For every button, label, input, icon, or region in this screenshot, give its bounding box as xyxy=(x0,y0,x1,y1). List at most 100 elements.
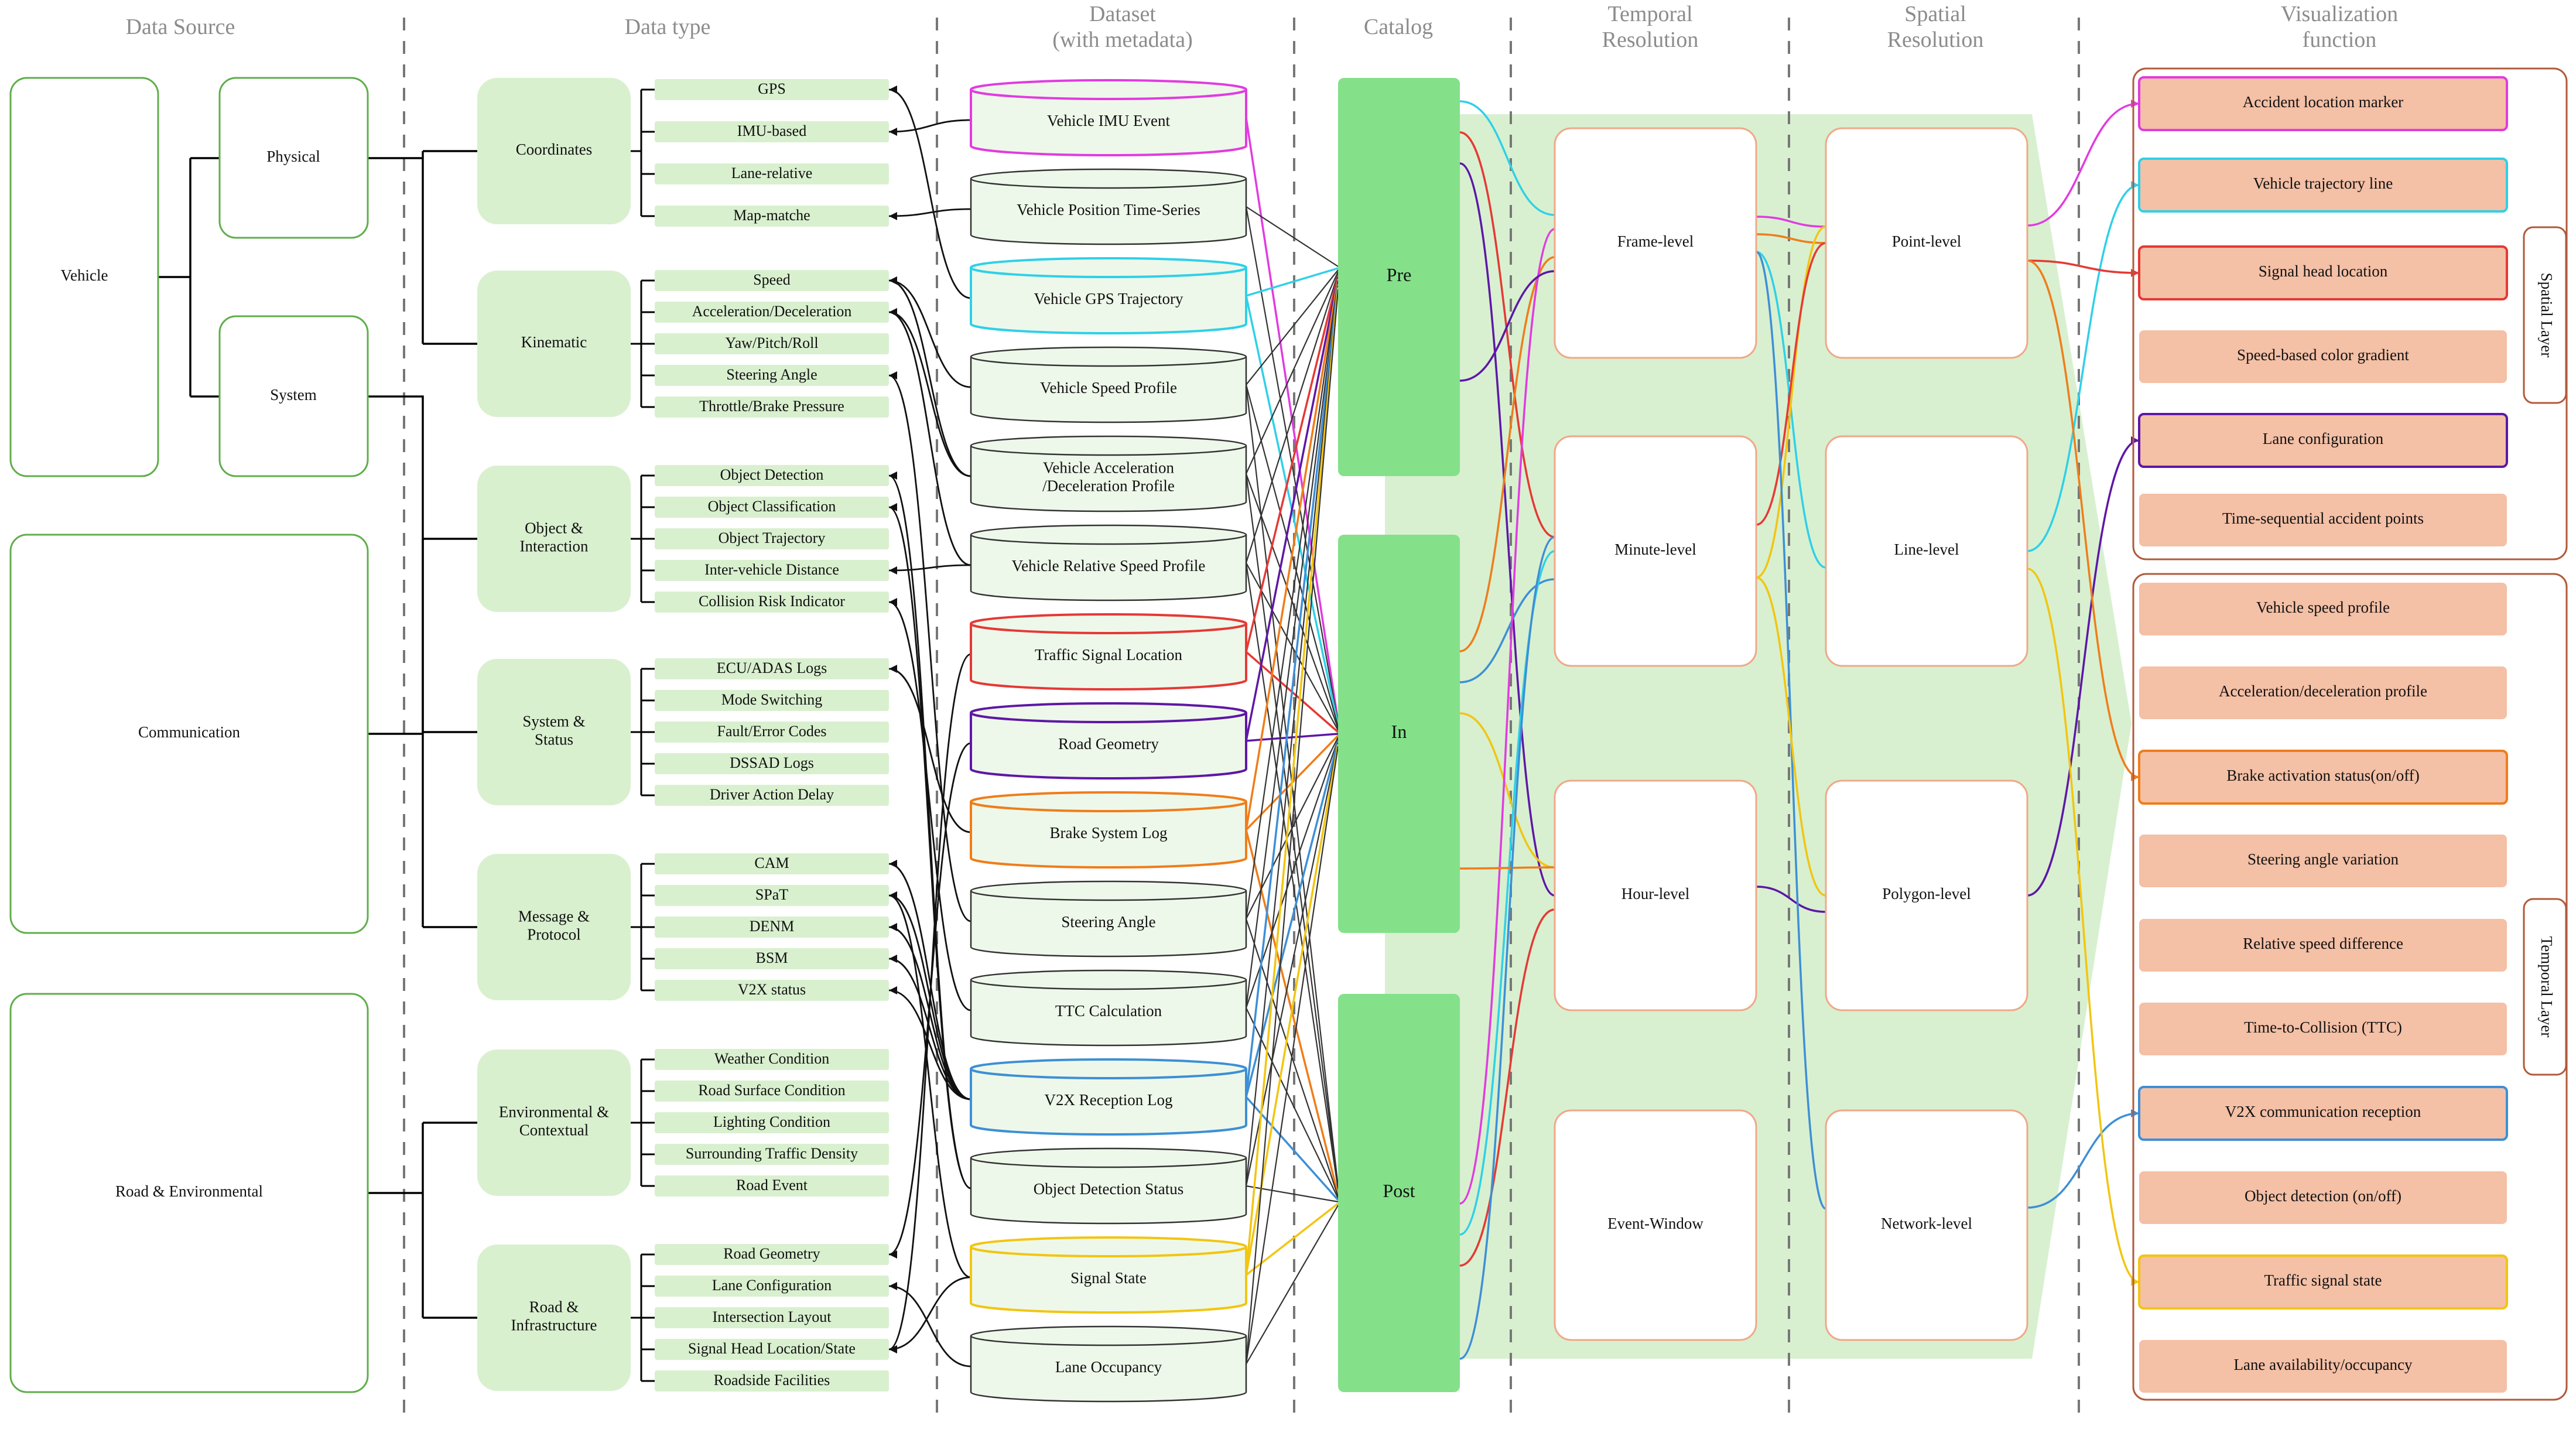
dataset-14-body xyxy=(970,1336,1247,1403)
item-1-1-box xyxy=(655,302,889,323)
viz-8-box xyxy=(2138,750,2508,805)
item-5-4-box xyxy=(655,1175,889,1196)
item-3-3-box xyxy=(655,753,889,774)
category-0-label: Coordinates xyxy=(516,141,592,158)
viz-14-box xyxy=(2138,1254,2508,1310)
dataset-14-top xyxy=(970,1325,1247,1346)
item-5-2-label: Lighting Condition xyxy=(713,1113,830,1130)
item-2-4-label: Collision Risk Indicator xyxy=(699,593,845,610)
item-1-4-label: Throttle/Brake Pressure xyxy=(699,398,844,415)
source-0-label: Vehicle xyxy=(61,266,108,284)
viz-3-box xyxy=(2139,330,2507,383)
item-1-1-label: Acceleration/Deceleration xyxy=(692,303,852,320)
spatial-3-box xyxy=(1825,1109,2028,1341)
spatial-3-label: Network-level xyxy=(1881,1215,1972,1232)
dataset-12-body xyxy=(970,1158,1247,1225)
dataset-3-label: Vehicle Speed Profile xyxy=(1040,379,1177,396)
temporal-0-box xyxy=(1554,127,1757,359)
item-4-2-box xyxy=(655,917,889,938)
item-1-4-box xyxy=(655,396,889,418)
temporal-1-box xyxy=(1554,435,1757,667)
dataset-11-body xyxy=(970,1069,1247,1136)
dataset-8-top xyxy=(970,791,1247,812)
viz-2-box xyxy=(2138,245,2508,300)
item-4-3-label: BSM xyxy=(756,949,788,966)
spatial-2-box xyxy=(1825,780,2028,1011)
source-2-box xyxy=(9,993,369,1393)
viz-12-box xyxy=(2138,1086,2508,1141)
item-1-0-label: Speed xyxy=(753,271,791,288)
item-2-2-label: Object Trajectory xyxy=(719,529,826,546)
item-6-0-box xyxy=(655,1244,889,1265)
item-0-1-label: IMU-based xyxy=(737,122,806,139)
viz-9-box xyxy=(2139,835,2507,887)
dataset-6-label: Traffic Signal Location xyxy=(1035,646,1182,664)
item-1-3-box xyxy=(655,365,889,386)
temporal-2-label: Hour-level xyxy=(1621,885,1689,902)
item-5-1-label: Road Surface Condition xyxy=(698,1082,845,1099)
catalog-2-label: Post xyxy=(1383,1180,1415,1201)
category-4-label: Message &Protocol xyxy=(518,908,590,943)
item-6-4-label: Roadside Facilities xyxy=(714,1372,830,1389)
viz-5-label: Time-sequential accident points xyxy=(2222,510,2424,527)
item-0-0-box xyxy=(655,79,889,100)
item-3-0-box xyxy=(655,658,889,679)
viz-6-label: Vehicle speed profile xyxy=(2256,599,2390,616)
dataset-1-top xyxy=(970,168,1247,189)
category-6-label: Road &Infrastructure xyxy=(511,1298,597,1334)
item-2-4-box xyxy=(655,592,889,613)
viz-5-box xyxy=(2139,494,2507,546)
dataset-11-label: V2X Reception Log xyxy=(1045,1091,1173,1109)
dataset-12-top xyxy=(970,1147,1247,1168)
viz-1-label: Vehicle trajectory line xyxy=(2253,175,2393,192)
catalog-2-box xyxy=(1338,994,1460,1392)
item-4-1-label: SPaT xyxy=(755,886,788,903)
vehicle-subtype-0-label: Physical xyxy=(266,148,320,165)
dataset-7-label: Road Geometry xyxy=(1058,735,1159,753)
viz-15-box xyxy=(2139,1340,2507,1393)
dataset-2-body xyxy=(970,268,1247,334)
item-4-4-box xyxy=(655,980,889,1001)
dataset-11-top xyxy=(970,1058,1247,1079)
source-0-box xyxy=(9,77,159,477)
dataset-3-top xyxy=(970,346,1247,367)
category-1-label: Kinematic xyxy=(521,333,587,351)
temporal-0-label: Frame-level xyxy=(1617,233,1694,250)
item-3-1-box xyxy=(655,690,889,711)
dataset-2-label: Vehicle GPS Trajectory xyxy=(1034,290,1183,307)
source-2-label: Road & Environmental xyxy=(115,1182,263,1200)
dataset-7-body xyxy=(970,713,1247,780)
item-4-4-label: V2X status xyxy=(738,981,806,998)
dataset-4-top xyxy=(970,435,1247,456)
category-5-label: Environmental &Contextual xyxy=(499,1103,609,1139)
spatial-1-label: Line-level xyxy=(1894,541,1959,558)
catalog-0-label: Pre xyxy=(1387,264,1412,285)
viz-4-box xyxy=(2138,413,2508,468)
item-5-0-label: Weather Condition xyxy=(714,1050,829,1067)
viz-12-label: V2X communication reception xyxy=(2225,1103,2421,1120)
dataset-5-label: Vehicle Relative Speed Profile xyxy=(1012,557,1206,575)
vehicle-subtype-0-box xyxy=(218,77,369,239)
temporal-2-box xyxy=(1554,780,1757,1011)
item-5-2-box xyxy=(655,1112,889,1133)
item-3-3-label: DSSAD Logs xyxy=(730,754,814,771)
item-5-4-label: Road Event xyxy=(736,1177,808,1194)
dataset-14-label: Lane Occupancy xyxy=(1055,1358,1162,1376)
item-6-0-label: Road Geometry xyxy=(723,1245,820,1262)
spatial-0-label: Point-level xyxy=(1892,233,1961,250)
temporal-3-box xyxy=(1554,1109,1757,1341)
viz-10-box xyxy=(2139,919,2507,972)
flow-band xyxy=(1385,114,2132,1359)
viz-group-1-label: Temporal Layer xyxy=(2538,936,2556,1038)
category-4-box xyxy=(477,854,631,1000)
item-5-1-box xyxy=(655,1081,889,1102)
item-4-1-box xyxy=(655,885,889,906)
temporal-3-label: Event-Window xyxy=(1607,1215,1703,1232)
dataset-6-body xyxy=(970,624,1247,690)
item-1-2-box xyxy=(655,333,889,354)
viz-1-box xyxy=(2138,158,2508,213)
